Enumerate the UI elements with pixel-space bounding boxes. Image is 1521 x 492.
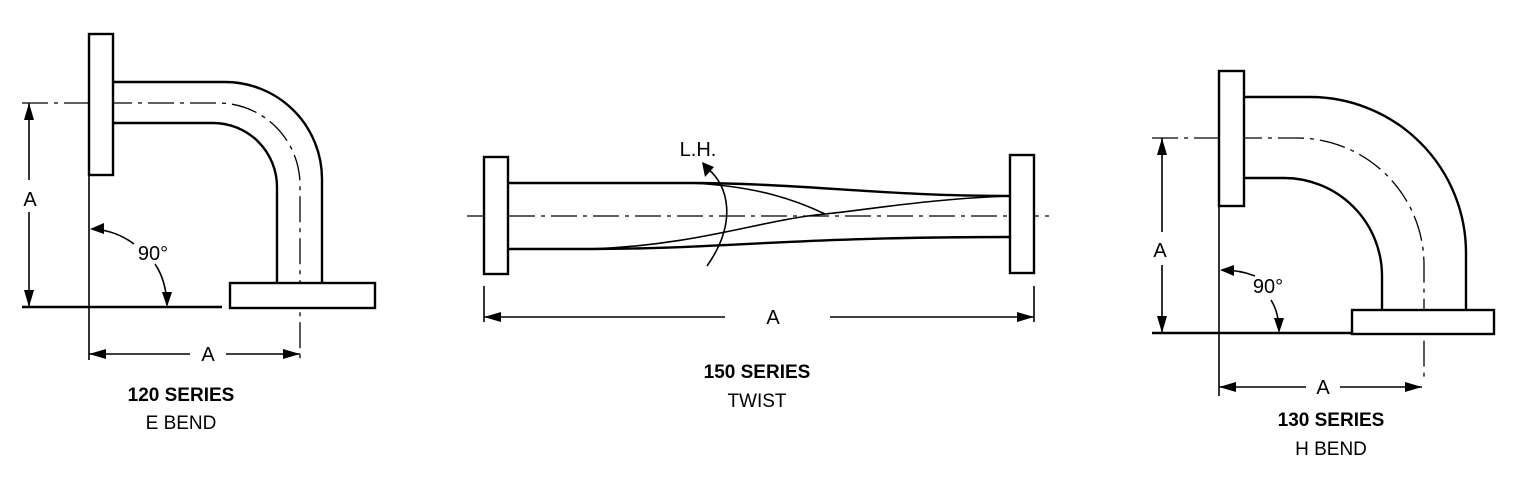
e-bend-angle-arrow-bottom	[162, 292, 172, 307]
e-bend-bottom-flange	[228, 281, 377, 310]
e-bend-outer-wall	[113, 80, 324, 283]
h-bend-dim-horizontal-label: A	[1316, 377, 1330, 399]
h-bend-angle-label: 90°	[1253, 276, 1283, 298]
twist-type-label: TWIST	[727, 391, 786, 412]
e-bend-dim-vertical-label: A	[23, 189, 37, 211]
e-bend-angle-arrow-top	[90, 223, 104, 234]
e-bend-type-label: E BEND	[146, 413, 217, 434]
e-bend-series-label: 120 SERIES	[128, 385, 235, 406]
h-bend-dim-arrow-bottom	[1157, 316, 1167, 333]
h-bend-dim-arrow-left	[1219, 382, 1236, 392]
h-bend-dim-arrow-top	[1157, 138, 1167, 155]
e-bend-angle-label: 90°	[138, 243, 168, 265]
h-bend-left-flange	[1217, 69, 1246, 208]
e-bend-figure: A A 90° 120 SERIES E BEND	[22, 32, 377, 434]
twist-edge-2	[689, 182, 826, 215]
twist-right-flange	[1008, 153, 1036, 275]
twist-series-label: 150 SERIES	[704, 362, 811, 383]
h-bend-angle-arrow-bottom	[1274, 318, 1284, 333]
e-bend-centerline	[22, 102, 301, 360]
twist-rotation-arrowhead	[702, 162, 714, 177]
h-bend-bottom-flange	[1350, 308, 1496, 336]
twist-figure: L.H. A 150 SERIES TWIST	[467, 139, 1052, 412]
e-bend-inner-wall	[113, 121, 279, 283]
twist-outline-bottom	[508, 235, 1011, 251]
h-bend-inner-wall	[1244, 176, 1384, 310]
e-bend-dim-arrow-right	[283, 349, 300, 359]
twist-dim-arrow-left	[484, 312, 501, 322]
h-bend-figure: A A 90° 130 SERIES H BEND	[1152, 69, 1496, 460]
h-bend-outer-wall	[1244, 95, 1468, 310]
h-bend-type-label: H BEND	[1295, 439, 1367, 460]
twist-rotation-arc	[706, 168, 728, 267]
e-bend-dim-arrow-bottom	[24, 290, 34, 307]
e-bend-dim-horizontal-label: A	[201, 344, 215, 366]
h-bend-centerline	[1152, 137, 1425, 380]
h-bend-series-label: 130 SERIES	[1278, 410, 1385, 431]
h-bend-angle-arrow-top	[1220, 265, 1234, 276]
twist-left-flange	[482, 155, 510, 276]
h-bend-dim-arrow-right	[1405, 382, 1422, 392]
twist-dim-arrow-right	[1017, 312, 1034, 322]
twist-dim-label: A	[766, 307, 780, 329]
e-bend-dim-arrow-left	[89, 349, 106, 359]
h-bend-dim-vertical-label: A	[1153, 240, 1167, 262]
twist-outline-top	[508, 181, 1011, 198]
e-bend-dim-arrow-top	[24, 103, 34, 120]
twist-direction-label: L.H.	[680, 139, 717, 161]
e-bend-left-flange	[87, 32, 115, 177]
